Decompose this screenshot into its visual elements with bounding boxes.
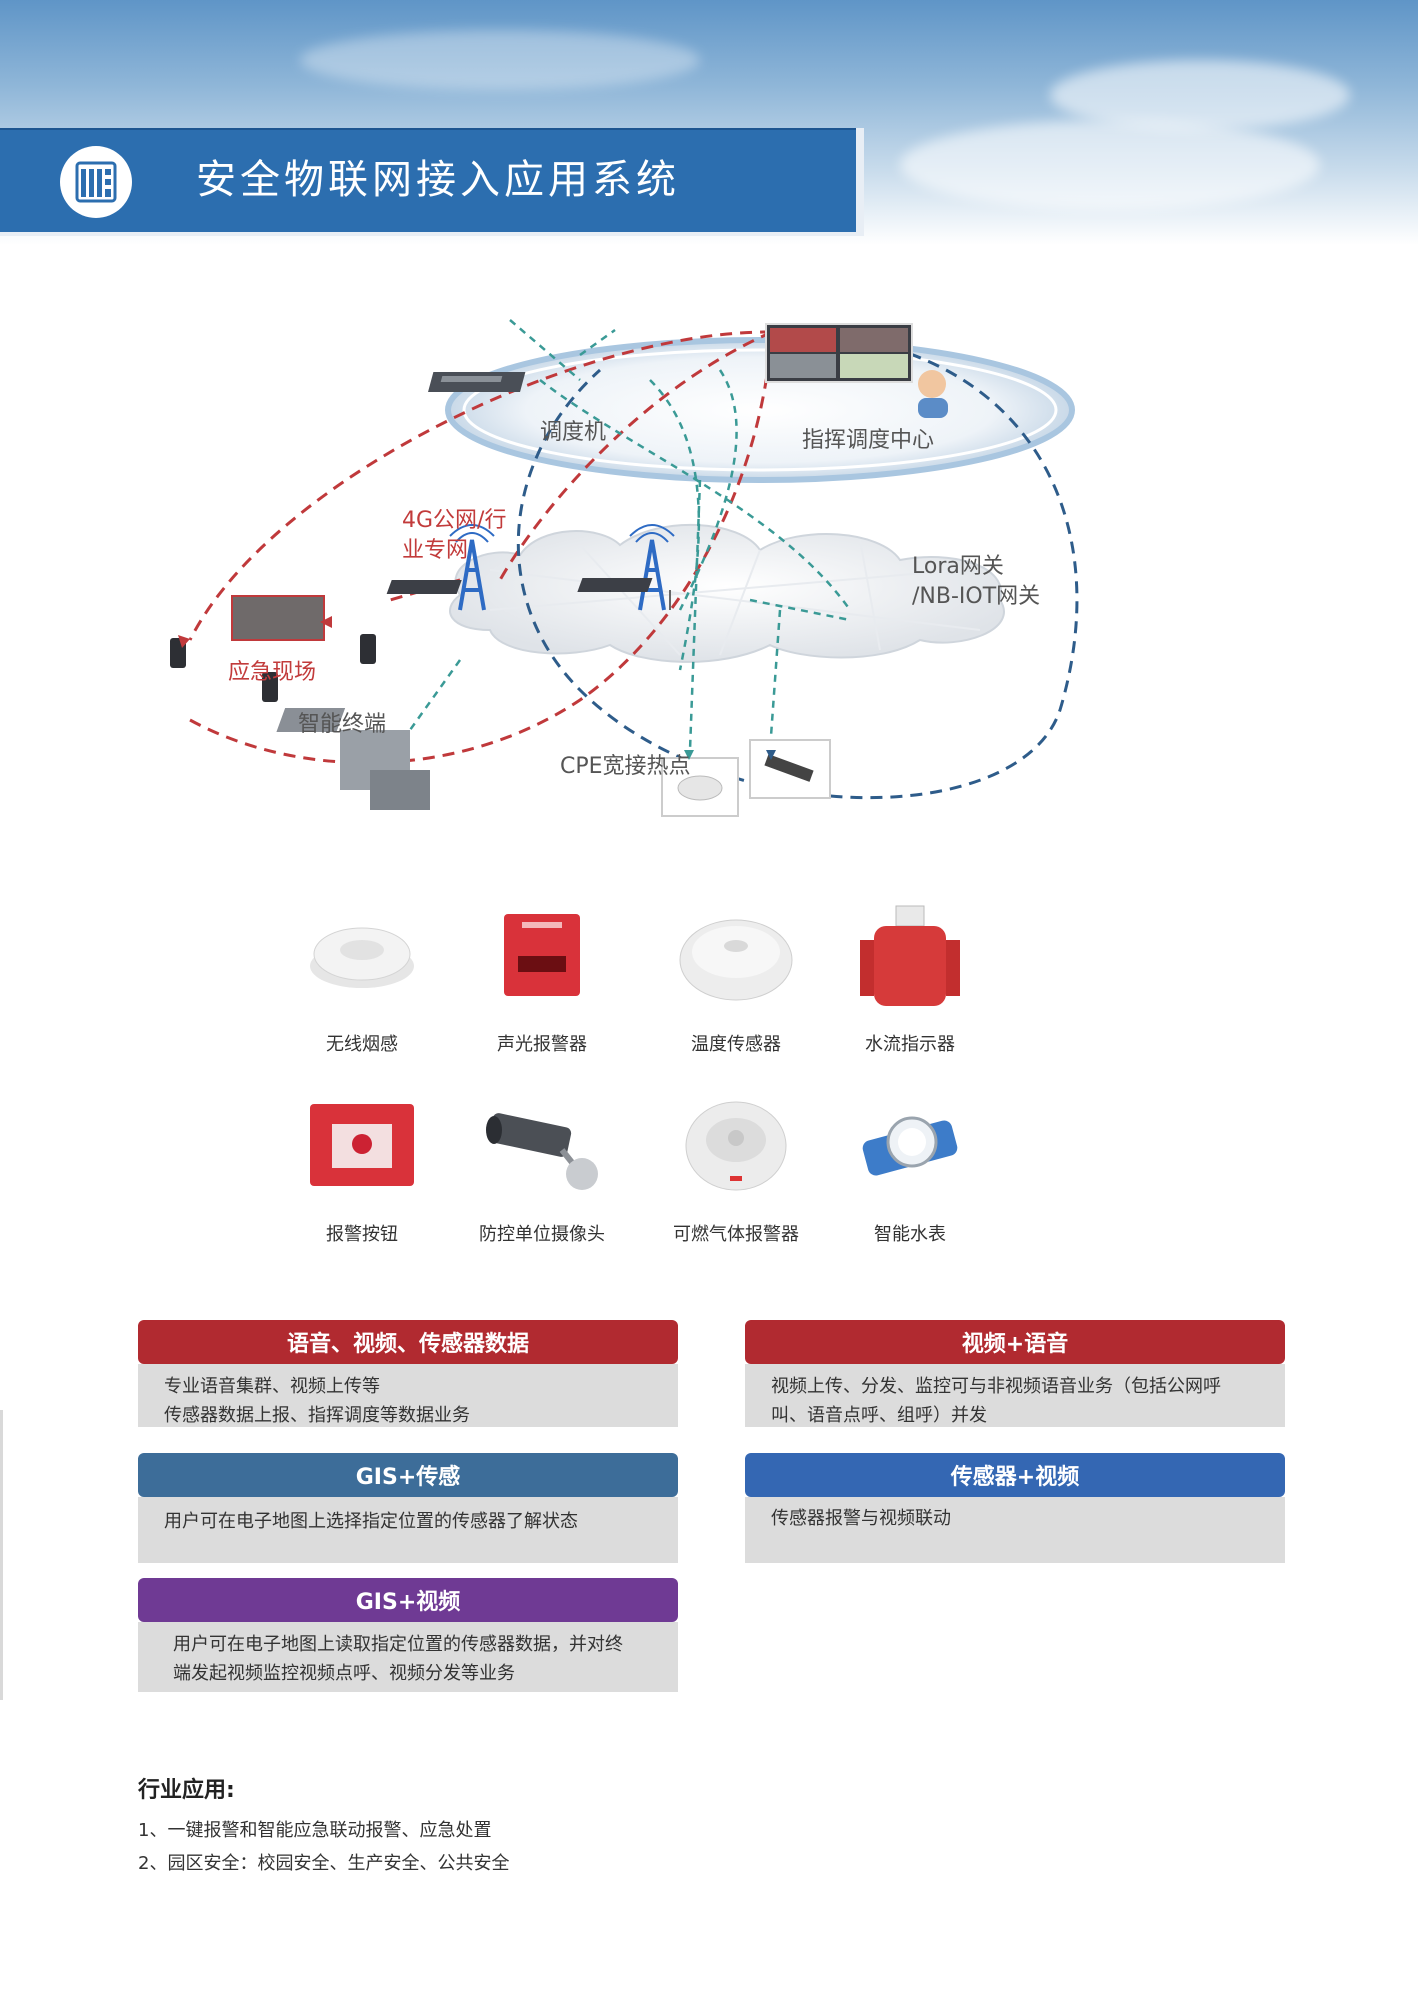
industry-heading: 行业应用: <box>138 1778 235 1803</box>
feature-line: 视频上传、分发、监控可与非视频语音业务（包括公网呼 <box>771 1376 1221 1397</box>
product-water-flow: 水流指示器 <box>820 900 1000 1056</box>
feature-title: 传感器+视频 <box>745 1453 1285 1497</box>
feature-line: 用户可在电子地图上选择指定位置的传感器了解状态 <box>164 1511 578 1532</box>
feature-line: 专业语音集群、视频上传等 <box>164 1376 380 1397</box>
feature-body: 传感器报警与视频联动 <box>745 1497 1285 1563</box>
product-name: 无线烟感 <box>326 1034 398 1055</box>
product-camera: 防控单位摄像头 <box>452 1090 632 1246</box>
water-meter-icon <box>850 1090 970 1200</box>
product-water-meter: 智能水表 <box>820 1090 1000 1246</box>
title-banner <box>0 128 856 236</box>
cpe-label: CPE宽接热点 <box>560 754 691 779</box>
industry-section: 行业应用: 1、一键报警和智能应急联动报警、应急处置 2、园区安全：校园安全、生… <box>138 1772 509 1880</box>
emergency-label: 应急现场 <box>228 660 317 685</box>
feature-card-gis-sensor: GIS+传感 用户可在电子地图上选择指定位置的传感器了解状态 <box>138 1453 678 1563</box>
camera-icon <box>482 1090 602 1200</box>
product-name: 水流指示器 <box>865 1034 955 1055</box>
product-alarm: 声光报警器 <box>452 900 632 1056</box>
network-diagram: 调度机 指挥调度中心 4G公网/行 业专网 Lora网关 /NB-IOT网关 应… <box>160 310 1140 840</box>
temperature-sensor-icon <box>676 900 796 1010</box>
smoke-detector-icon <box>302 900 422 1010</box>
product-name: 可燃气体报警器 <box>673 1224 799 1245</box>
feature-title: 视频+语音 <box>745 1320 1285 1364</box>
industry-item: 2、园区安全：校园安全、生产安全、公共安全 <box>138 1853 510 1874</box>
product-temperature-sensor: 温度传感器 <box>646 900 826 1056</box>
page-title: 安全物联网接入应用系统 <box>196 157 680 203</box>
product-name: 防控单位摄像头 <box>479 1224 605 1245</box>
cloud-decoration <box>900 120 1320 210</box>
command-center-label: 指挥调度中心 <box>802 428 935 453</box>
product-smoke-detector: 无线烟感 <box>272 900 452 1056</box>
feature-body: 专业语音集群、视频上传等 传感器数据上报、指挥调度等数据业务 <box>138 1364 678 1427</box>
industry-item: 1、一键报警和智能应急联动报警、应急处置 <box>138 1820 492 1841</box>
feature-body: 用户可在电子地图上读取指定位置的传感器数据，并对终 端发起视频监控视频点呼、视频… <box>138 1622 678 1692</box>
product-gas-alarm: 可燃气体报警器 <box>646 1090 826 1246</box>
product-name: 温度传感器 <box>691 1034 781 1055</box>
feature-line: 用户可在电子地图上读取指定位置的传感器数据，并对终 <box>173 1634 623 1655</box>
alarm-icon <box>482 900 602 1010</box>
product-name: 声光报警器 <box>497 1034 587 1055</box>
feature-title: GIS+视频 <box>138 1578 678 1622</box>
cloud-decoration <box>300 30 700 90</box>
alarm-button-icon <box>302 1090 422 1200</box>
feature-line: 端发起视频监控视频点呼、视频分发等业务 <box>173 1663 515 1684</box>
water-flow-icon <box>850 900 970 1010</box>
feature-line: 传感器数据上报、指挥调度等数据业务 <box>164 1405 470 1426</box>
feature-title: GIS+传感 <box>138 1453 678 1497</box>
feature-card-video-voice: 视频+语音 视频上传、分发、监控可与非视频语音业务（包括公网呼 叫、语音点呼、组… <box>745 1320 1285 1427</box>
title-banner-edge <box>856 128 864 236</box>
gateway-label: Lora网关 <box>912 554 1004 579</box>
feature-title: 语音、视频、传感器数据 <box>138 1320 678 1364</box>
network-4g-label-line2: 业专网 <box>402 538 469 563</box>
network-4g-label: 4G公网/行 <box>402 508 507 533</box>
gas-alarm-icon <box>676 1090 796 1200</box>
cloud-decoration <box>1050 60 1350 130</box>
product-name: 智能水表 <box>874 1224 946 1245</box>
feature-card-voice-video-sensor: 语音、视频、传感器数据 专业语音集群、视频上传等 传感器数据上报、指挥调度等数据… <box>138 1320 678 1427</box>
building-icon <box>60 146 132 218</box>
feature-card-gis-video: GIS+视频 用户可在电子地图上读取指定位置的传感器数据，并对终 端发起视频监控… <box>138 1578 678 1692</box>
feature-body: 视频上传、分发、监控可与非视频语音业务（包括公网呼 叫、语音点呼、组呼）并发 <box>745 1364 1285 1427</box>
feature-line: 传感器报警与视频联动 <box>771 1508 951 1529</box>
gateway-label-line2: /NB-IOT网关 <box>912 584 1041 609</box>
feature-card-sensor-video: 传感器+视频 传感器报警与视频联动 <box>745 1453 1285 1563</box>
side-divider <box>0 1410 3 1700</box>
feature-body: 用户可在电子地图上选择指定位置的传感器了解状态 <box>138 1497 678 1563</box>
product-alarm-button: 报警按钮 <box>272 1090 452 1246</box>
product-name: 报警按钮 <box>326 1224 398 1245</box>
feature-line: 叫、语音点呼、组呼）并发 <box>771 1405 987 1426</box>
terminal-label: 智能终端 <box>298 712 387 737</box>
dispatcher-label: 调度机 <box>540 420 607 445</box>
